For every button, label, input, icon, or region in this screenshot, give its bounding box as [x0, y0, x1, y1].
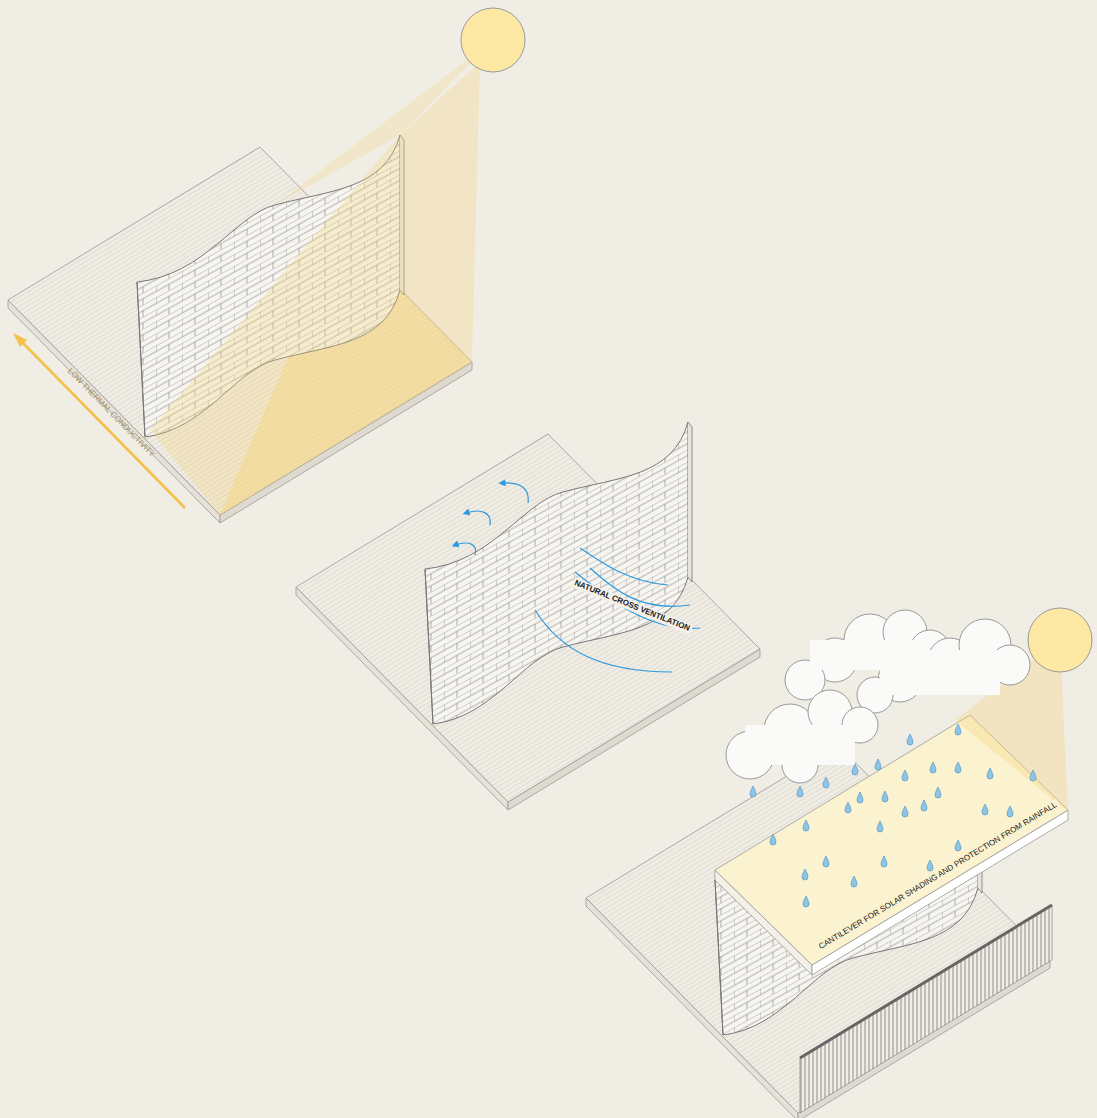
panel-thermal	[8, 8, 525, 523]
airflow-label: NATURAL CROSS VENTILATION	[571, 577, 693, 634]
cantilever-label: CANTILEVER FOR SOLAR SHADING AND PROTECT…	[815, 799, 1060, 953]
panel-ventilation	[296, 422, 760, 810]
axis-label: LOW THERMAL CONDUCTIVITY	[64, 365, 158, 461]
panel-cantilever	[586, 608, 1092, 1118]
